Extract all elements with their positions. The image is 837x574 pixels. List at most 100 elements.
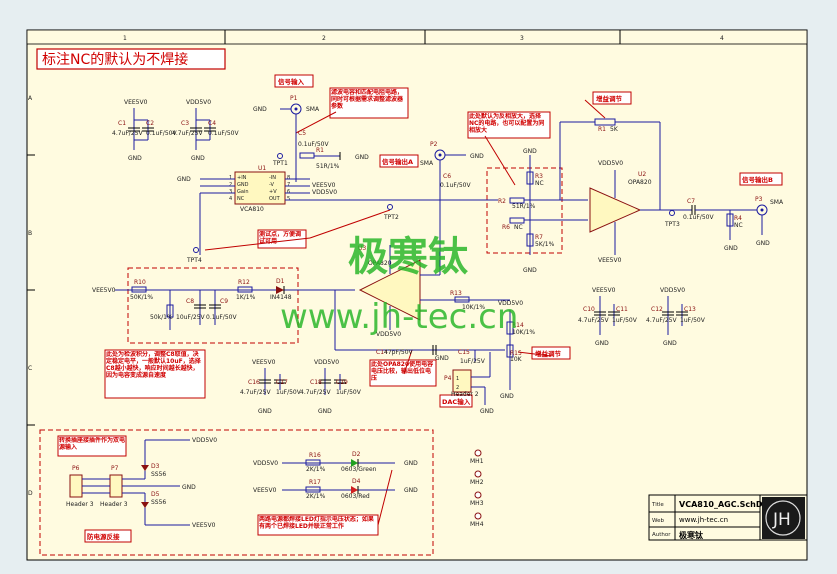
row-label: C — [28, 365, 32, 372]
u1-pin: -IN — [269, 175, 276, 181]
u1-pin-num: 1 — [229, 175, 232, 181]
note-signal-in: 信号输入 — [278, 77, 305, 86]
svg-text:2: 2 — [456, 385, 459, 391]
note-gain-adjust: 增益调节 — [596, 94, 623, 103]
c12-label: C12 — [651, 306, 663, 313]
r10-label: R10 — [134, 279, 146, 286]
mounting-hole: MH2 — [470, 479, 484, 486]
gnd-r4: GND — [724, 245, 738, 252]
pwr-vee: VEE5V0 — [192, 522, 216, 529]
column-label: 1 — [123, 35, 127, 42]
note-level-adjust: 增益调节 — [535, 349, 562, 358]
column-label: 2 — [322, 35, 326, 42]
title-value: VCA810_AGC.SchDoc — [679, 500, 773, 509]
gnd-c15: GND — [435, 355, 449, 362]
c5-val: 0.1uF/50V — [298, 141, 329, 148]
jh-logo-text: JH — [772, 510, 791, 530]
p1-type: SMA — [306, 106, 320, 113]
gnd-r15: GND — [500, 393, 514, 400]
c15-val: 1uF/25V — [460, 358, 486, 365]
u3-name: OPA820 — [368, 260, 392, 267]
author-value: 极寒钛 — [679, 530, 704, 540]
gnd-pwr: GND — [182, 484, 196, 491]
gnd-p1: GND — [253, 106, 267, 113]
c4-val: 0.1uF/50V — [208, 130, 239, 137]
c1-label: C1 — [118, 120, 126, 127]
note-led: 两路电源都焊接LED灯指示电压状态；如果有两个已焊接LED并联正常工作 — [259, 516, 374, 530]
d2-label: D2 — [352, 451, 361, 458]
r12-label: R12 — [238, 279, 250, 286]
d2-val: 0603/Green — [341, 466, 377, 473]
note-signal-out-b: 信号输出B — [742, 175, 773, 184]
rpot-val: 5K — [610, 126, 619, 133]
web-label: Web — [652, 518, 664, 524]
d1-label: D1 — [276, 278, 285, 285]
led-vdd: VDD5V0 — [253, 460, 278, 467]
r2-label: R2 — [498, 198, 506, 205]
r16-label: R16 — [309, 452, 321, 459]
svg-text:1: 1 — [456, 376, 459, 382]
c3-label: C3 — [181, 120, 189, 127]
c16-val: 4.7uF/25V — [240, 389, 271, 396]
u1-vee: VEE5V0 — [312, 182, 336, 189]
gnd-c1: GND — [128, 155, 142, 162]
u3-body — [358, 259, 421, 321]
u1-pin: Gain — [237, 189, 249, 195]
r6-label: R6 — [502, 224, 510, 231]
gnd-d2: GND — [404, 460, 418, 467]
u1-pin: OUT — [269, 196, 281, 202]
gnd-c10: GND — [595, 340, 609, 347]
c3-val: 4.7uF/25V — [172, 130, 203, 137]
c10-vee: VEE5V0 — [592, 287, 616, 294]
u1-pin: GND — [237, 182, 249, 188]
c14-label: C14 — [376, 349, 388, 356]
c16-vee: VEE5V0 — [252, 359, 276, 366]
note-power-conn: 防电源反接 — [87, 532, 120, 541]
author-label: Author — [652, 532, 671, 538]
c12-val: 4.7uF/25V — [646, 317, 677, 324]
r3-label: R3 — [535, 173, 543, 180]
gnd-r1: GND — [355, 154, 369, 161]
note-agc-detector: 此处为检波积分，调整C8取值，决定稳定电平，一般默认10uF，选择C8越小越快，… — [106, 351, 201, 379]
gnd-r7: GND — [523, 267, 537, 274]
c18-vdd: VDD5V0 — [314, 359, 339, 366]
gnd-d4: GND — [404, 487, 418, 494]
d5-label: D5 — [151, 491, 160, 498]
pwr-vdd: VDD5V0 — [192, 437, 217, 444]
gnd-p3: GND — [756, 240, 770, 247]
c12-vdd: VDD5V0 — [660, 287, 685, 294]
gnd-c18: GND — [318, 408, 332, 415]
r14-val: 10K/1% — [512, 329, 535, 336]
c13-label: C13 — [684, 306, 696, 313]
c7-val: 0.1uF/50V — [683, 214, 714, 221]
c8-label: C8 — [186, 298, 194, 305]
mounting-hole: MH3 — [470, 500, 484, 507]
r13-val: 10K/1% — [462, 304, 485, 311]
c19-val: 1uF/50V — [336, 389, 362, 396]
d1-val: IN4148 — [270, 294, 292, 301]
d5-val: SS56 — [151, 499, 166, 506]
r4-label: R4 — [734, 215, 742, 222]
r10-vee: VEE5V0 — [92, 287, 116, 294]
c3-vdd-label: VDD5V0 — [186, 99, 211, 106]
gnd-c3: GND — [191, 155, 205, 162]
p4-label: P4 — [444, 375, 452, 382]
u1-pin-num: 7 — [287, 182, 290, 188]
row-label: B — [28, 230, 32, 237]
p6-label: P6 — [72, 465, 80, 472]
c13-val: 1uF/50V — [680, 317, 706, 324]
u2-vee: VEE5V0 — [598, 257, 622, 264]
note-signal-out-a: 信号输出A — [382, 157, 413, 166]
u1-pin-num: 3 — [229, 189, 232, 195]
tpt3-label: TPT3 — [664, 221, 680, 228]
c4-label: C4 — [208, 120, 216, 127]
u3-vdd: VDD5V0 — [376, 331, 401, 338]
d3-val: SS56 — [151, 471, 166, 478]
r7-val: 5K/1% — [535, 241, 555, 248]
u2-name: OPA820 — [628, 179, 652, 186]
c11-val: 1uF/50V — [612, 317, 638, 324]
c5-label: C5 — [298, 130, 306, 137]
led-vee: VEE5V0 — [253, 487, 277, 494]
p6-name: Header 3 — [66, 501, 94, 508]
